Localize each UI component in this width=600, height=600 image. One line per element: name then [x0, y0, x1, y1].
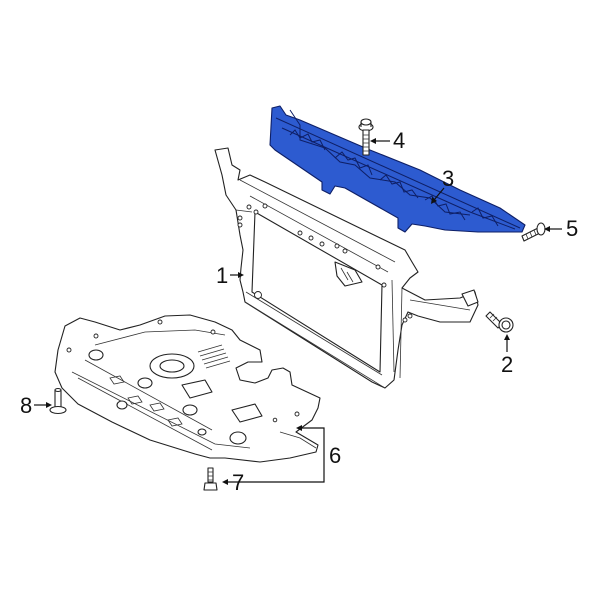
radiator-support-frame: [214, 147, 479, 389]
callout-3: 3: [442, 166, 455, 191]
engine-undercover: [54, 314, 321, 463]
bolt-2: [485, 311, 514, 333]
callout-8: 8: [20, 393, 33, 418]
callout-5: 5: [566, 216, 579, 241]
bolt-8: [49, 387, 67, 415]
bolt-7: [203, 467, 218, 491]
callout-1: 1: [216, 263, 229, 288]
callout-6: 6: [329, 443, 342, 468]
bolt-4: [358, 118, 374, 156]
callout-7: 7: [232, 470, 245, 495]
bolt-5: [521, 222, 546, 242]
leader-lines: [34, 138, 562, 485]
callout-4: 4: [393, 128, 406, 153]
upper-cover-highlighted: [269, 105, 526, 233]
callout-2: 2: [501, 352, 514, 377]
vent-slots: [197, 344, 231, 369]
